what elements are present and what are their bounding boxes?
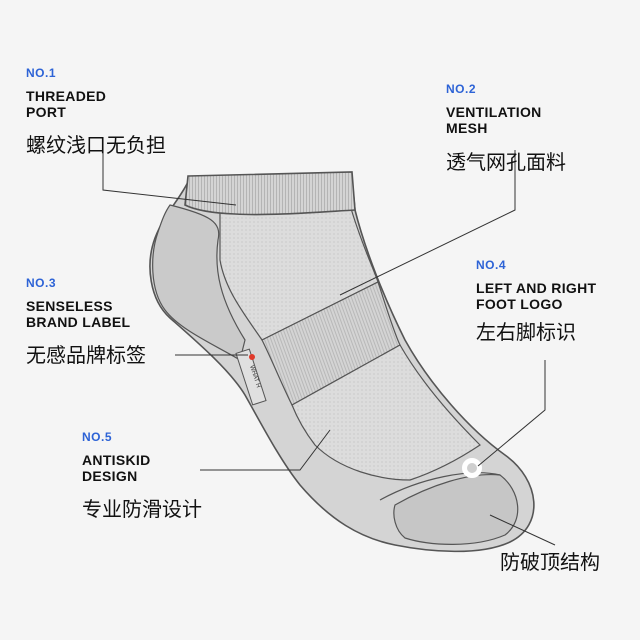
callout-4-title: LEFT AND RIGHT FOOT LOGO [476,280,597,312]
leader-4 [477,360,546,467]
lower-mesh [291,344,481,481]
callout-3-title: SENSELESS BRAND LABEL [26,298,131,330]
callout-3-number: NO.3 [26,276,57,290]
toe-band [379,472,501,501]
callout-3-label: 无感品牌标签 [26,343,146,367]
leader-6 [489,514,556,546]
callout-4-label: 左右脚标识 [476,320,576,344]
callout-2-label: 透气网孔面料 [446,150,566,174]
callout-1-title: THREADED PORT [26,88,107,120]
callout-1-number: NO.1 [26,66,57,80]
callout-1-label: 螺纹浅口无负担 [26,133,166,157]
heel-zone [152,204,246,361]
callout-4-number: NO.4 [476,258,507,272]
toe-zone [393,473,519,545]
leader-1 [102,150,237,206]
brand-label-dot [249,354,255,360]
callout-2-number: NO.2 [446,82,477,96]
sock-cuff [184,171,356,216]
callout-5-number: NO.5 [82,430,113,444]
leader-2 [339,150,516,296]
toe-label: 防破顶结构 [500,550,600,574]
callout-5-title: ANTISKID DESIGN [82,452,151,484]
leader-5 [200,429,331,471]
brand-label [235,348,267,406]
callout-5-label: 专业防滑设计 [82,497,202,521]
callout-2-title: VENTILATION MESH [446,104,542,136]
